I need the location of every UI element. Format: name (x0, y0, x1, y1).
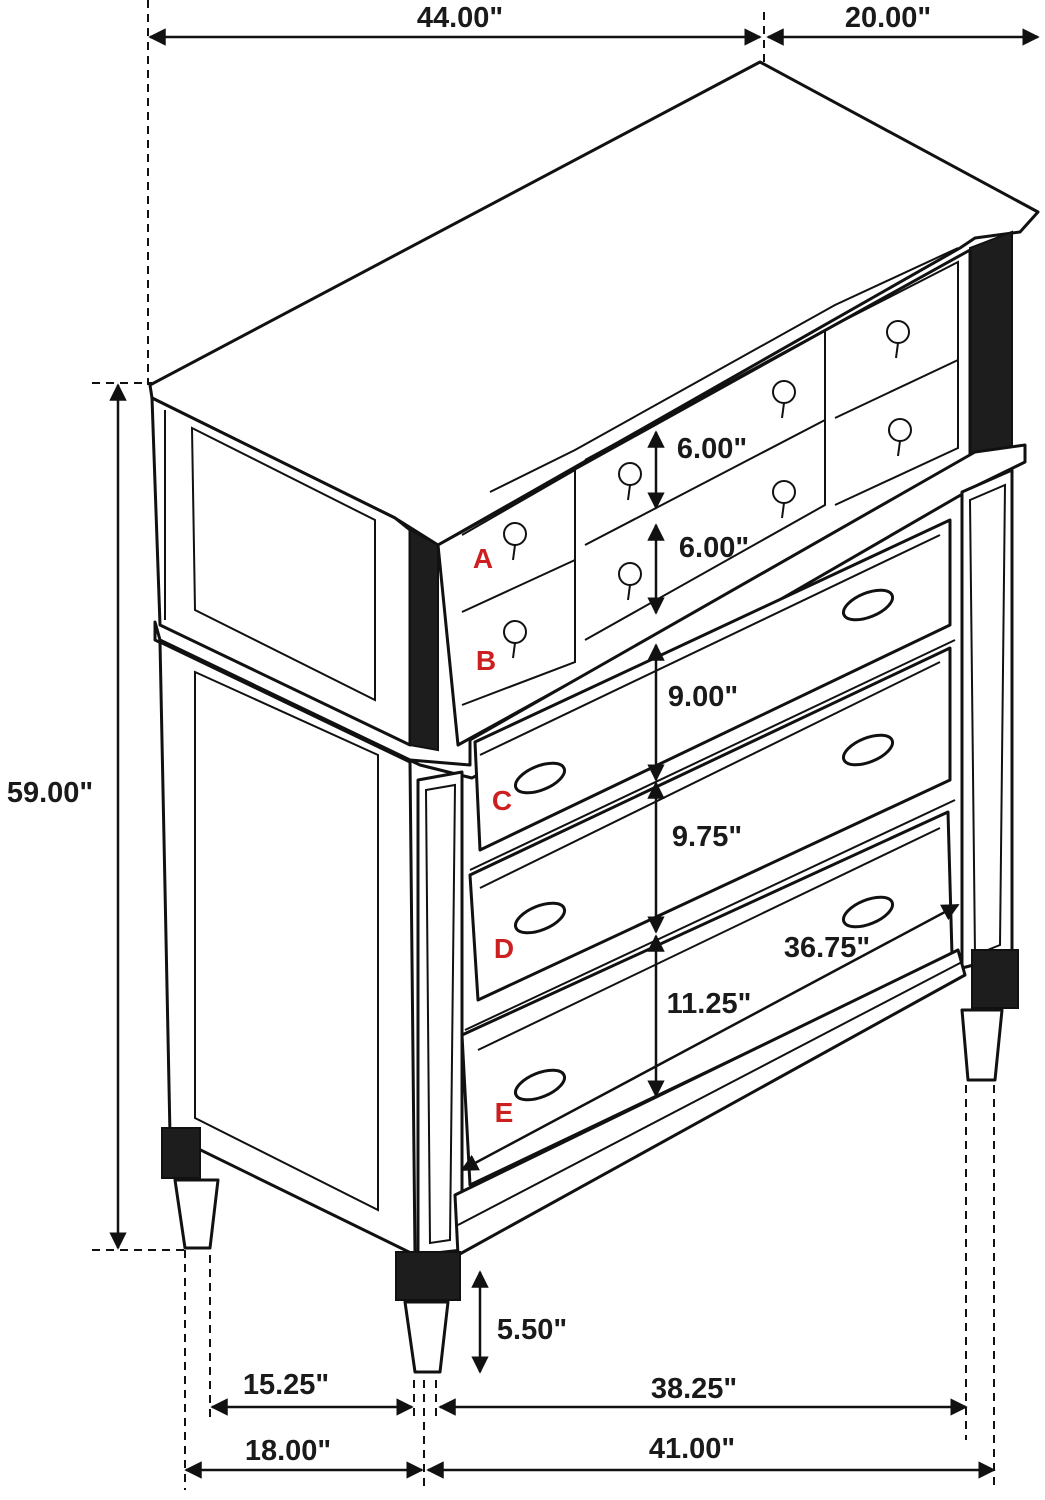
width-top-label: 44.00" (417, 2, 503, 34)
leg-front-right (960, 1008, 1004, 1082)
key-handle-icon (503, 522, 527, 561)
drawer-label-c: C (492, 785, 512, 816)
corner-block-back-left (161, 1127, 201, 1179)
depth-top-label: 20.00" (845, 2, 931, 34)
leg-back-left (173, 1178, 220, 1250)
drawer-b-height-label: 6.00" (679, 532, 749, 564)
corner-block-front-right (971, 949, 1019, 1009)
drawer-d-height-label: 9.75" (672, 821, 742, 853)
key-handle-icon (772, 380, 796, 419)
side-outer-depth-label: 18.00" (245, 1435, 331, 1467)
drawer-c-height-label: 9.00" (668, 681, 738, 713)
drawer-e-height-label: 11.25" (667, 988, 752, 1020)
dresser-body (148, 60, 1040, 1374)
drawer-width-label: 36.75" (784, 932, 870, 964)
side-inner-depth-label: 15.25" (243, 1369, 329, 1401)
drawer-label-d: D (494, 933, 514, 964)
drawer-label-b: B (476, 645, 496, 676)
key-handle-icon (888, 418, 912, 457)
dimension-labels: 44.00" 20.00" 59.00" 6.00" 6.00" 9.00" 9… (7, 2, 931, 1467)
middle-ledge (153, 443, 1027, 780)
front-outer-width-label: 41.00" (649, 1433, 735, 1465)
oval-handle-icon (841, 588, 895, 622)
extension-lines (92, 0, 995, 1490)
upper-column-right (969, 230, 1013, 464)
key-handle-icon (503, 620, 527, 659)
corner-block-front-left (395, 1251, 461, 1301)
front-inner-width-label: 38.25" (651, 1373, 737, 1405)
leg-front-left (403, 1300, 450, 1374)
drawer-labels: A B C D E (473, 543, 514, 1128)
key-handle-icon (618, 562, 642, 601)
dimension-arrows (109, 28, 1040, 1479)
oval-handle-icon (841, 733, 895, 767)
drawer-label-a: A (473, 543, 493, 574)
key-handle-icon (772, 480, 796, 519)
key-handle-icon (618, 462, 642, 501)
drawer-a-height-label: 6.00" (677, 433, 747, 465)
upper-column-left (409, 528, 439, 752)
drawer-c-front (473, 518, 952, 852)
leg-height-label: 5.50" (497, 1314, 567, 1346)
drawer-label-e: E (495, 1097, 514, 1128)
key-handle-icon (886, 320, 910, 359)
front-left-column (416, 770, 464, 1257)
height-total-label: 59.00" (7, 777, 93, 809)
oval-handle-icon (513, 761, 567, 795)
